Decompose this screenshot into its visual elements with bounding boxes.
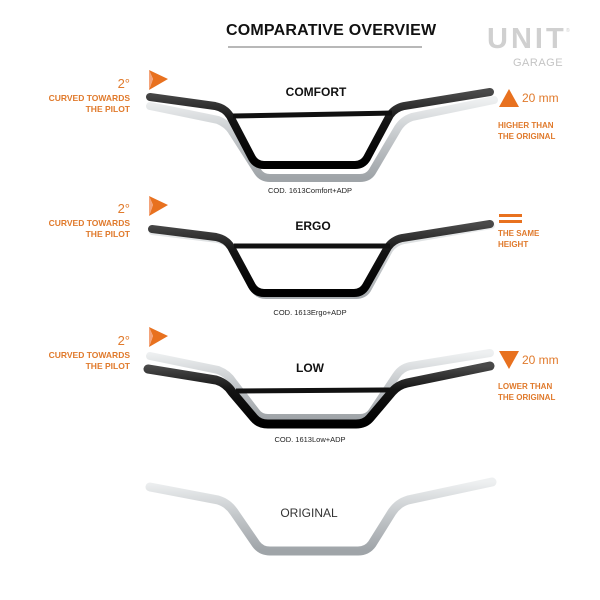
original-model-name: ORIGINAL [280, 506, 338, 520]
comfort-original-bar [146, 96, 498, 182]
low-bar [143, 361, 495, 429]
comfort-angle-value: 2° [117, 76, 130, 91]
comfort-model-name: COMFORT [285, 85, 347, 99]
angle-desc-line1: CURVED TOWARDS [48, 350, 130, 360]
low-height-description: LOWER THAN THE ORIGINAL [498, 381, 555, 403]
angle-desc-line2: THE PILOT [85, 104, 130, 114]
height-desc-line1: LOWER THAN [498, 382, 553, 391]
angle-desc-line2: THE PILOT [85, 229, 130, 239]
low-angle-description: CURVED TOWARDS THE PILOT [20, 350, 130, 372]
angle-desc-line2: THE PILOT [85, 361, 130, 371]
low-height-value: 20 mm [522, 353, 559, 367]
comfort-bar [146, 88, 494, 169]
triangle-up-icon [499, 89, 519, 107]
height-desc-line2: THE ORIGINAL [498, 393, 556, 402]
height-desc-line2: HEIGHT [498, 240, 529, 249]
angle-arrow-icon [149, 196, 168, 216]
height-desc-line1: THE SAME [498, 229, 540, 238]
low-original-bar [146, 349, 494, 422]
equals-icon [499, 214, 522, 223]
comfort-height-value: 20 mm [522, 91, 559, 105]
low-product-code: COD. 1613Low+ADP [274, 435, 346, 444]
original-bar [145, 477, 497, 556]
page-title: COMPARATIVE OVERVIEW [226, 22, 437, 39]
height-desc-line2: THE ORIGINAL [498, 132, 556, 141]
angle-arrow-icon [149, 327, 168, 347]
low-angle-value: 2° [117, 333, 130, 348]
angle-desc-line1: CURVED TOWARDS [48, 218, 130, 228]
title-underline [228, 46, 422, 48]
brand-logo-subtitle: GARAGE [513, 57, 564, 69]
triangle-down-icon [499, 351, 519, 369]
ergo-product-code: COD. 1613Ergo+ADP [273, 308, 347, 317]
ergo-height-description: THE SAME HEIGHT [498, 228, 539, 250]
comfort-product-code: COD. 1613Comfort+ADP [268, 186, 352, 195]
registered-mark: ® [566, 28, 570, 34]
brand-logo: UNIT [487, 23, 567, 55]
comfort-angle-description: CURVED TOWARDS THE PILOT [20, 93, 130, 115]
height-desc-line1: HIGHER THAN [498, 121, 554, 130]
ergo-bar [148, 220, 494, 297]
comfort-height-description: HIGHER THAN THE ORIGINAL [498, 120, 555, 142]
angle-arrow-icon [149, 70, 168, 90]
ergo-angle-description: CURVED TOWARDS THE PILOT [20, 218, 130, 240]
ergo-angle-value: 2° [117, 201, 130, 216]
ergo-model-name: ERGO [295, 219, 331, 233]
angle-desc-line1: CURVED TOWARDS [48, 93, 130, 103]
low-model-name: LOW [296, 361, 324, 375]
